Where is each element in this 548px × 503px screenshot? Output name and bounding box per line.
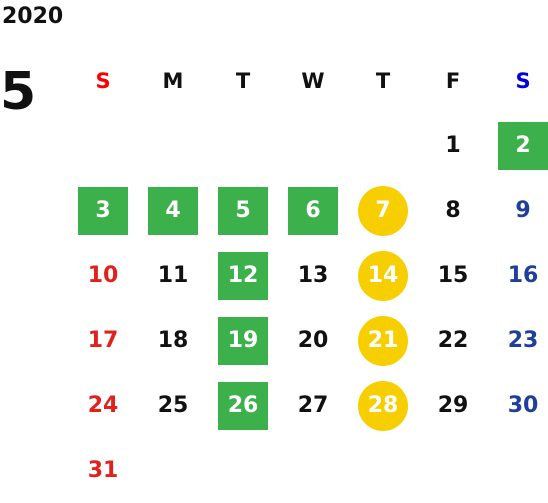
year-label: 2020 [2, 4, 64, 29]
calendar-day-2: 2 [488, 113, 548, 178]
calendar-day-number: 10 [87, 263, 119, 288]
calendar-empty-cell [208, 438, 278, 503]
calendar-day-12: 12 [208, 243, 278, 308]
calendar-day-28: 28 [348, 373, 418, 438]
calendar-day-9: 9 [488, 178, 548, 243]
calendar-day-22: 22 [418, 308, 488, 373]
calendar-day-number: 7 [375, 198, 391, 223]
calendar-day-number: 4 [165, 198, 181, 223]
calendar-day-number: 29 [437, 393, 469, 418]
calendar-empty-cell [348, 438, 418, 503]
calendar-day-14: 14 [348, 243, 418, 308]
calendar-day-number: 11 [157, 263, 189, 288]
weekday-header-wednesday: W [301, 68, 325, 93]
calendar-empty-cell [138, 113, 208, 178]
calendar-day-number: 8 [445, 198, 461, 223]
weekday-header-friday: F [445, 68, 461, 93]
calendar-day-13: 13 [278, 243, 348, 308]
calendar-empty-cell [488, 438, 548, 503]
calendar-day-number: 21 [367, 328, 399, 353]
calendar-day-17: 17 [68, 308, 138, 373]
calendar-day-1: 1 [418, 113, 488, 178]
calendar-day-number: 18 [157, 328, 189, 353]
calendar-day-25: 25 [138, 373, 208, 438]
calendar-day-3: 3 [68, 178, 138, 243]
weekday-header-tuesday: T [235, 68, 251, 93]
calendar-day-26: 26 [208, 373, 278, 438]
calendar-day-16: 16 [488, 243, 548, 308]
weekday-header-monday: M [162, 68, 184, 93]
calendar-day-number: 30 [507, 393, 539, 418]
calendar-day-19: 19 [208, 308, 278, 373]
calendar-day-number: 12 [227, 263, 259, 288]
calendar-day-number: 23 [507, 328, 539, 353]
calendar-day-number: 5 [235, 198, 251, 223]
calendar-day-number: 24 [87, 393, 119, 418]
calendar-day-10: 10 [68, 243, 138, 308]
calendar-day-number: 16 [507, 263, 539, 288]
calendar-day-31: 31 [68, 438, 138, 503]
calendar-day-27: 27 [278, 373, 348, 438]
calendar-day-8: 8 [418, 178, 488, 243]
calendar-day-29: 29 [418, 373, 488, 438]
weekday-header-saturday: S [515, 68, 531, 93]
calendar-empty-cell [278, 438, 348, 503]
calendar-day-number: 22 [437, 328, 469, 353]
calendar-day-23: 23 [488, 308, 548, 373]
calendar-empty-cell [278, 113, 348, 178]
calendar-day-18: 18 [138, 308, 208, 373]
calendar-day-5: 5 [208, 178, 278, 243]
weekday-header-sunday: S [95, 68, 111, 93]
calendar-empty-cell [208, 113, 278, 178]
calendar-day-20: 20 [278, 308, 348, 373]
calendar-day-15: 15 [418, 243, 488, 308]
calendar-empty-cell [418, 438, 488, 503]
month-number: 5 [0, 62, 37, 122]
calendar-day-number: 15 [437, 263, 469, 288]
calendar-day-11: 11 [138, 243, 208, 308]
calendar-day-number: 13 [297, 263, 329, 288]
calendar-empty-cell [348, 113, 418, 178]
calendar-day-4: 4 [138, 178, 208, 243]
calendar-day-30: 30 [488, 373, 548, 438]
calendar-day-number: 14 [367, 263, 399, 288]
calendar-day-number: 20 [297, 328, 329, 353]
calendar-day-number: 3 [95, 198, 111, 223]
calendar-day-7: 7 [348, 178, 418, 243]
weekday-header-thursday: T [375, 68, 391, 93]
calendar-day-24: 24 [68, 373, 138, 438]
calendar-day-number: 17 [87, 328, 119, 353]
calendar-day-number: 19 [227, 328, 259, 353]
calendar-day-number: 25 [157, 393, 189, 418]
calendar-day-number: 1 [445, 133, 461, 158]
calendar-day-21: 21 [348, 308, 418, 373]
calendar-day-number: 9 [515, 198, 531, 223]
calendar-day-number: 2 [515, 133, 531, 158]
calendar-day-6: 6 [278, 178, 348, 243]
calendar-day-number: 26 [227, 393, 259, 418]
calendar-empty-cell [68, 113, 138, 178]
calendar-empty-cell [138, 438, 208, 503]
calendar-day-number: 6 [305, 198, 321, 223]
calendar-day-number: 28 [367, 393, 399, 418]
calendar-day-number: 31 [87, 458, 119, 483]
calendar-day-number: 27 [297, 393, 329, 418]
